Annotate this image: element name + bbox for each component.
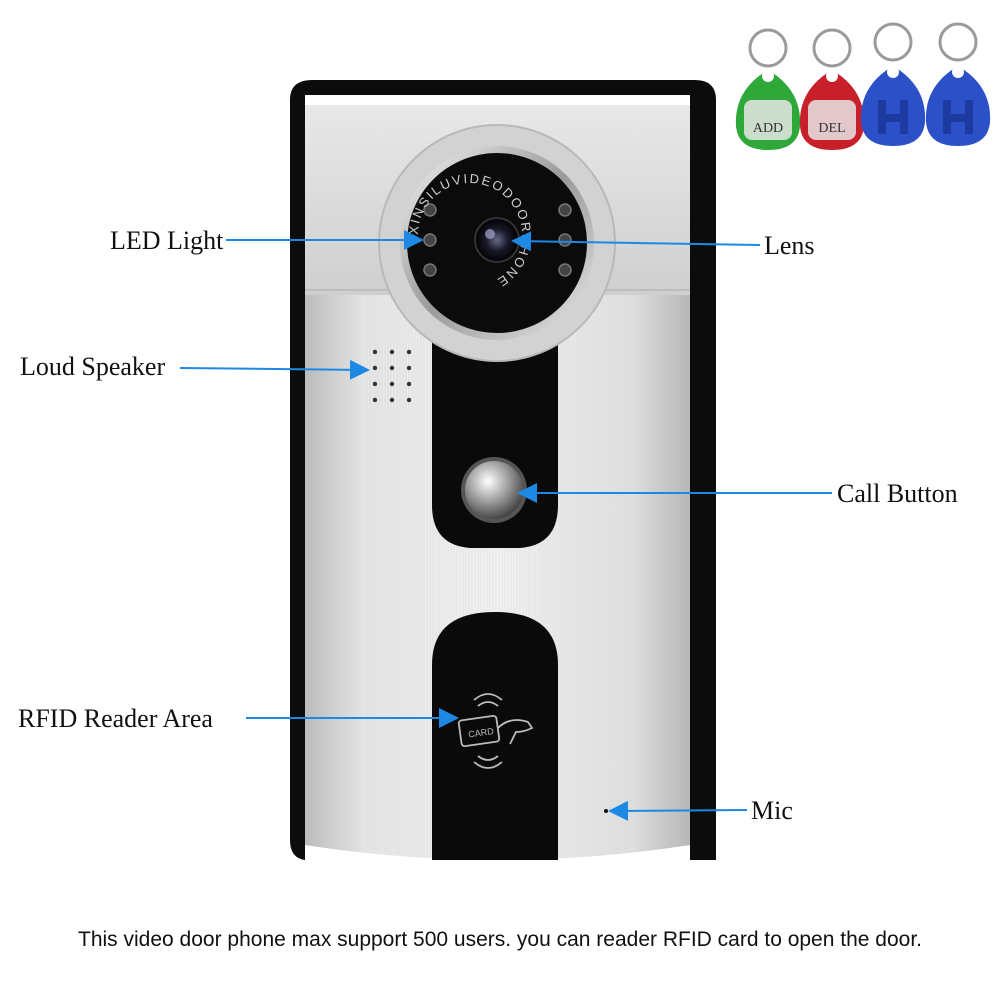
caption: This video door phone max support 500 us… — [78, 928, 922, 951]
lens-label: Lens — [764, 231, 815, 260]
speaker-grille — [372, 349, 412, 403]
rfid-reader-area — [432, 612, 558, 860]
keyfob-blue-2 — [925, 22, 991, 146]
rfid-reader-label: RFID Reader Area — [18, 704, 213, 733]
lens-arrow — [511, 231, 761, 252]
camera-lens — [474, 217, 520, 263]
rfid-card-icon — [457, 693, 534, 769]
keyfob-green-text: ADD — [753, 121, 783, 136]
keyfob-red-text: DEL — [818, 121, 845, 136]
keyfob-green — [735, 28, 801, 150]
led-lights — [423, 203, 572, 277]
keyfob-red — [799, 28, 865, 150]
loud-speaker-label: Loud Speaker — [20, 352, 166, 381]
rfid-card-text: CARD — [468, 726, 495, 740]
led-light-label: LED Light — [110, 226, 224, 255]
call-button[interactable] — [465, 461, 523, 519]
call-button-label: Call Button — [837, 479, 958, 508]
mic-hole — [604, 809, 608, 813]
keyfob-blue-1 — [860, 22, 926, 146]
mic-arrow — [608, 800, 748, 821]
speaker-arrow — [179, 359, 370, 380]
mic-label: Mic — [751, 796, 793, 825]
